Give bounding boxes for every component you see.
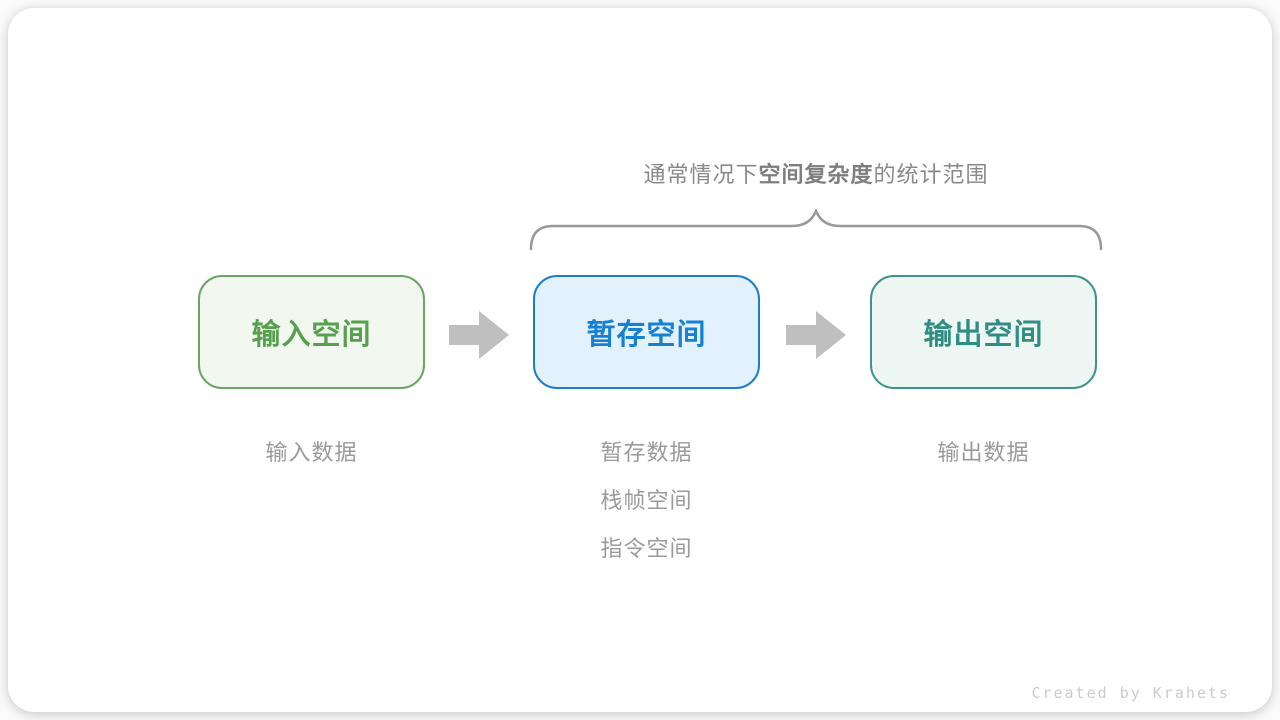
box-temp-space: 暂存空间: [533, 275, 760, 389]
annotation-line: 暂存数据: [600, 440, 693, 465]
annotation-line: 输入数据: [265, 440, 358, 465]
curly-brace-icon: [529, 209, 1103, 251]
box-input-space: 输入空间: [198, 275, 425, 389]
caption-prefix: 通常情况下: [643, 162, 759, 187]
annotation-line: 输出数据: [937, 440, 1030, 465]
annotation-line: 指令空间: [600, 536, 693, 561]
arrow-right-icon: [786, 311, 846, 359]
diagram-card: 通常情况下空间复杂度的统计范围 输入空间 暂存空间 输出空间 输入数据 暂存数据…: [8, 8, 1272, 712]
box-output-space-label: 输出空间: [923, 319, 1044, 351]
caption-bold-term: 空间复杂度: [758, 162, 874, 187]
box-temp-space-label: 暂存空间: [586, 319, 707, 351]
annotation-temp-data: 暂存数据 栈帧空间 指令空间: [533, 429, 760, 573]
arrow-right-icon: [449, 311, 509, 359]
scope-caption: 通常情况下空间复杂度的统计范围: [531, 157, 1101, 189]
annotation-line: 栈帧空间: [600, 488, 693, 513]
annotation-output-data: 输出数据: [870, 429, 1097, 477]
caption-suffix: 的统计范围: [873, 162, 989, 187]
box-input-space-label: 输入空间: [251, 319, 372, 351]
annotation-input-data: 输入数据: [198, 429, 425, 477]
watermark-credit: Created by Krahets: [1031, 684, 1230, 702]
box-output-space: 输出空间: [870, 275, 1097, 389]
